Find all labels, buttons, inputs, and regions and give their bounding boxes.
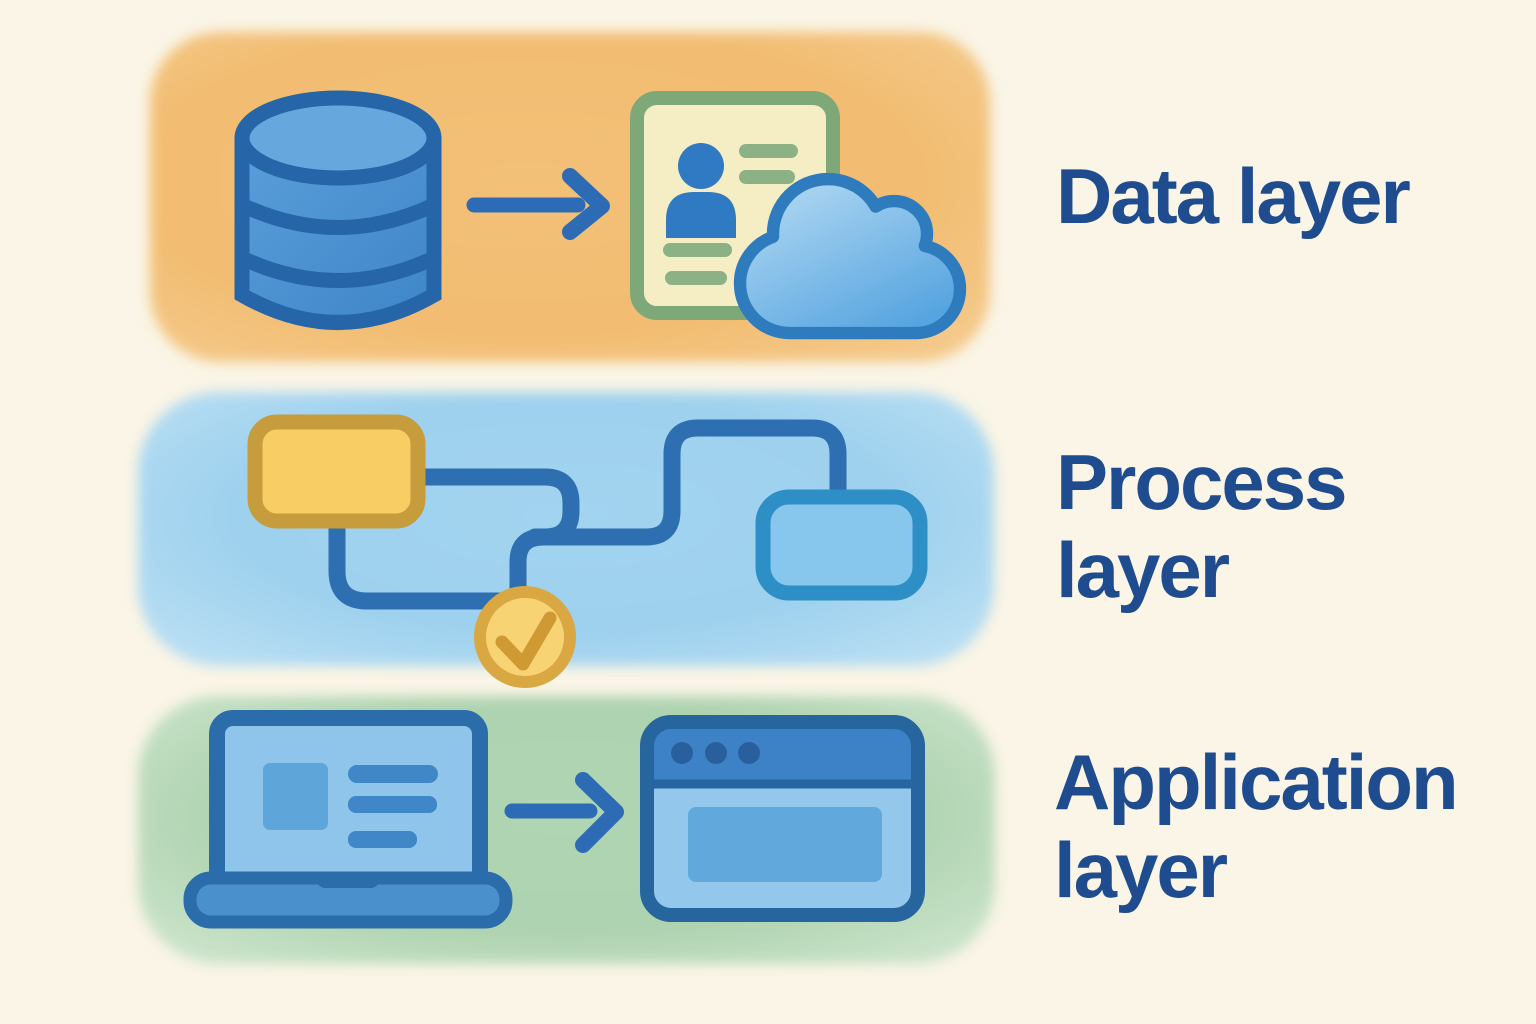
process-node-icon <box>755 489 928 601</box>
browser-header-bar <box>647 722 918 781</box>
application-layer-label-line2: layer <box>1054 826 1228 914</box>
laptop-text-bar <box>348 796 437 813</box>
laptop-hinge-notch <box>317 872 379 888</box>
user-avatar-body <box>666 192 736 238</box>
process-layer-label: Process layer <box>1056 438 1348 614</box>
laptop-text-bar <box>348 831 417 848</box>
laptop-screen-thumbnail <box>263 763 328 830</box>
user-avatar-head <box>678 143 724 189</box>
application-layer-label-line1: Application <box>1054 738 1459 826</box>
browser-content-area <box>688 807 882 882</box>
browser-window-icon <box>640 715 925 922</box>
database-icon <box>234 90 442 330</box>
check-circle-icon <box>474 586 576 688</box>
data-layer-label: Data layer <box>1056 152 1411 240</box>
cloud-icon <box>733 172 967 340</box>
process-layer-label-line2: layer <box>1056 526 1230 614</box>
process-layer-label-line1: Process <box>1056 438 1348 526</box>
browser-dot <box>671 742 693 764</box>
laptop-icon <box>183 710 513 929</box>
task-box-icon <box>247 414 426 529</box>
arrow-right-icon <box>466 168 610 240</box>
data-layer-label-line1: Data layer <box>1056 152 1411 240</box>
browser-dot <box>705 742 727 764</box>
flow-connector-lines <box>328 419 847 610</box>
laptop-text-bar <box>348 765 438 783</box>
browser-dot <box>738 742 760 764</box>
application-layer-label: Application layer <box>1054 738 1459 914</box>
arrow-right-icon <box>504 772 624 853</box>
